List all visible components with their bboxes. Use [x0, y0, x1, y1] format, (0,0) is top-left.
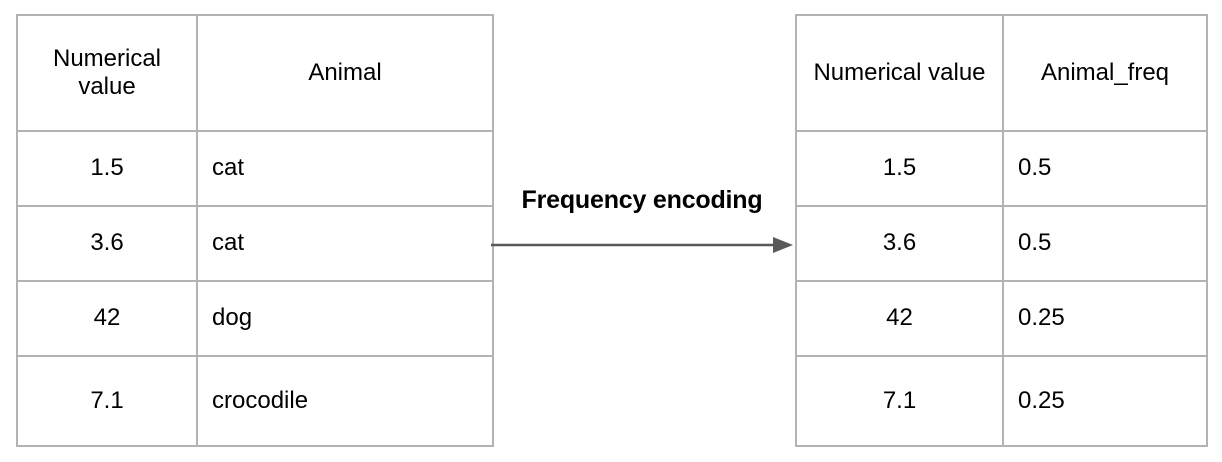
table-row: 1.5 0.5	[795, 130, 1208, 207]
right-arrow-icon	[491, 237, 793, 253]
cell-numerical-value: 7.1	[16, 355, 198, 447]
cell-animal: cat	[196, 205, 494, 282]
cell-animal: crocodile	[196, 355, 494, 447]
table-row: 1.5 cat	[16, 130, 494, 207]
result-table: Numerical value Animal_freq 1.5 0.5 3.6 …	[795, 14, 1208, 447]
cell-numerical-value: 3.6	[16, 205, 198, 282]
cell-numerical-value: 1.5	[16, 130, 198, 207]
cell-animal: dog	[196, 280, 494, 357]
cell-animal-freq: 0.5	[1002, 205, 1208, 282]
cell-numerical-value: 3.6	[795, 205, 1004, 282]
column-header-numerical-value: Numerical value	[16, 14, 198, 132]
source-table: Numerical value Animal 1.5 cat 3.6 cat 4…	[16, 14, 494, 447]
cell-numerical-value: 1.5	[795, 130, 1004, 207]
cell-animal-freq: 0.25	[1002, 355, 1208, 447]
column-header-animal-freq: Animal_freq	[1002, 14, 1208, 132]
table-header-row: Numerical value Animal_freq	[795, 14, 1208, 132]
column-header-numerical-value: Numerical value	[795, 14, 1004, 132]
transformation-arrow-group: Frequency encoding	[489, 186, 795, 266]
table-row: 42 0.25	[795, 280, 1208, 357]
cell-animal-freq: 0.25	[1002, 280, 1208, 357]
table-header-row: Numerical value Animal	[16, 14, 494, 132]
cell-animal-freq: 0.5	[1002, 130, 1208, 207]
table-row: 3.6 cat	[16, 205, 494, 282]
table-row: 7.1 0.25	[795, 355, 1208, 447]
transformation-label: Frequency encoding	[521, 186, 763, 214]
cell-animal: cat	[196, 130, 494, 207]
cell-numerical-value: 42	[16, 280, 198, 357]
table-row: 42 dog	[16, 280, 494, 357]
table-row: 3.6 0.5	[795, 205, 1208, 282]
cell-numerical-value: 42	[795, 280, 1004, 357]
cell-numerical-value: 7.1	[795, 355, 1004, 447]
table-row: 7.1 crocodile	[16, 355, 494, 447]
column-header-animal: Animal	[196, 14, 494, 132]
